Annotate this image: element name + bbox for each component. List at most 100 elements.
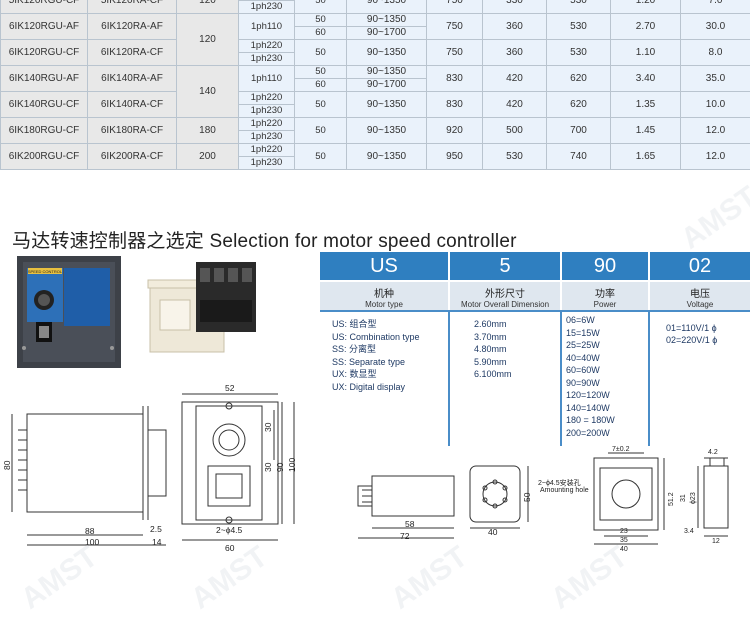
model-rgu: 6IK200RGU-CF [0, 143, 88, 170]
speed-range: 90~1350 [346, 117, 427, 144]
value-a: 750 [426, 13, 483, 40]
dim-hole: 2~ϕ4.5 [216, 525, 243, 535]
value-a: 750 [426, 39, 483, 66]
dim-30b: 30 [263, 462, 273, 472]
value-b: 420 [482, 65, 547, 92]
sub-en-1: Motor Overall Dimension [460, 300, 550, 309]
dim-60: 60 [225, 543, 235, 553]
phase: 1ph230 [238, 52, 295, 66]
sub-cn-3: 电压 [690, 289, 710, 300]
phase: 1ph220 [238, 39, 295, 53]
phase: 1ph110 [238, 65, 295, 92]
value-c: 620 [546, 91, 611, 118]
sub-en-3: Voltage [686, 300, 714, 309]
sub-cn-1: 外形尺寸 [485, 289, 525, 300]
value-a: 950 [426, 143, 483, 170]
speed-range: 90~1350 [346, 39, 427, 66]
dim-58: 58 [405, 519, 415, 529]
header-5: 5 [450, 252, 562, 280]
dim-hole-en: Amounting hole [540, 487, 589, 494]
dim-40: 40 [620, 546, 628, 553]
model-rgu: 6IK180RGU-CF [0, 117, 88, 144]
model-ra: 6IK200RA-CF [87, 143, 177, 170]
value-d: 1.65 [610, 143, 681, 170]
svg-text:AMST: AMST [15, 540, 104, 616]
value-e: 7.0 [680, 0, 750, 14]
power-item: 06=6W [566, 315, 595, 325]
section-title: 马达转速控制器之选定 Selection for motor speed con… [12, 231, 517, 252]
dim-14: 14 [152, 537, 162, 547]
speed-range: 90~1350 [346, 0, 427, 14]
value-b: 500 [482, 117, 547, 144]
voltage-item: 02=220V/1 ϕ [666, 335, 718, 345]
svg-text:AMST: AMST [675, 180, 750, 256]
voltage-item: 01=110V/1 ϕ [666, 323, 717, 333]
value-c: 530 [546, 13, 611, 40]
dim-12: 12 [712, 538, 720, 545]
dim-23: 23 [620, 528, 628, 535]
frame-size: 120 [176, 0, 239, 14]
frame-size: 120 [176, 13, 239, 66]
speed-range: 90~1350 [346, 143, 427, 170]
value-b: 330 [482, 0, 547, 14]
value-a: 830 [426, 65, 483, 92]
dim-80: 80 [2, 460, 12, 470]
dim-52: 52 [225, 383, 235, 393]
socket-face-drawing [469, 465, 529, 529]
dim-51-2: 51.2 [668, 492, 675, 506]
table-row: 1ph230 [1, 0, 750, 14]
dim-72: 72 [400, 531, 410, 541]
dimension-item: 6.100mm [474, 369, 512, 379]
phase: 1ph220 [238, 91, 295, 105]
phase: 1ph110 [238, 13, 295, 40]
power-item: 140=140W [566, 402, 610, 413]
value-b: 530 [482, 143, 547, 170]
speed-controller-photo: SPEED CONTROL [17, 256, 121, 368]
model-ra: 5IK120RA-CF [87, 0, 177, 14]
speed-range: 90~1700 [346, 78, 427, 92]
motor-type-item: SS: 分离型 [332, 344, 377, 354]
frame-size: 140 [176, 65, 239, 118]
dim-30a: 30 [263, 422, 273, 432]
dim-phi23: ϕ23 [690, 492, 697, 504]
selection-table: US 5 90 02 机种 Motor type 外形尺寸 Motor Over… [320, 252, 750, 446]
dim-2-5: 2.5 [150, 524, 162, 534]
dim-4-2: 4.2 [708, 449, 718, 456]
motor-type-item: US: 组合型 [332, 319, 377, 329]
value-e: 35.0 [680, 65, 750, 92]
header-02: 02 [650, 252, 750, 280]
value-e: 8.0 [680, 39, 750, 66]
value-e: 12.0 [680, 117, 750, 144]
value-c: 620 [546, 65, 611, 92]
header-us: US [320, 252, 450, 280]
speed-range: 90~1350 [346, 13, 427, 27]
col-voltage: 01=110V/1 ϕ 02=220V/1 ϕ [650, 312, 750, 446]
socket-profile-drawing [697, 457, 729, 537]
power-item: 40=40W [566, 352, 600, 363]
value-a: 750 [426, 0, 483, 14]
socket-base-drawing [593, 452, 665, 545]
frequency: 60 [294, 78, 347, 92]
phase: 1ph230 [238, 130, 295, 144]
value-c: 740 [546, 143, 611, 170]
table-row: 1ph230 [1, 156, 750, 170]
dim-100-v: 100 [287, 457, 297, 472]
dimension-item: 3.70mm [474, 331, 507, 342]
value-e: 10.0 [680, 91, 750, 118]
value-c: 530 [546, 0, 611, 14]
frame-size: 180 [176, 117, 239, 144]
relay-controller-photo [147, 262, 256, 353]
frequency: 50 [294, 39, 347, 66]
sub-motor-type: 机种 Motor type [320, 280, 450, 310]
power-item: 180 = 180W [566, 415, 615, 425]
svg-text:SPEED CONTROL: SPEED CONTROL [28, 269, 63, 274]
value-c: 530 [546, 39, 611, 66]
sub-cn-2: 功率 [595, 289, 615, 300]
dimension-item: 5.90mm [474, 356, 507, 367]
dim-31: 31 [680, 494, 687, 502]
